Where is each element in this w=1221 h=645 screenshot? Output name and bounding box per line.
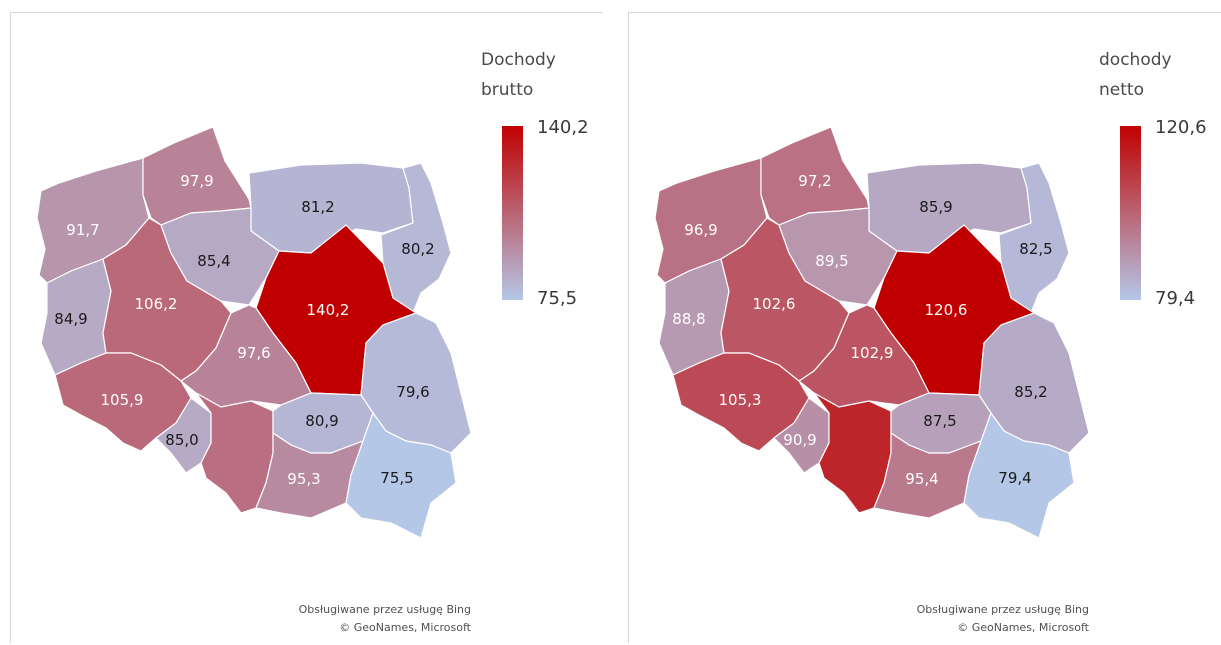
region-value-label: 80,9 bbox=[305, 412, 338, 430]
region-value-label: 85,0 bbox=[165, 431, 198, 449]
region-value-label: 75,5 bbox=[380, 469, 413, 487]
legend-title: dochody netto bbox=[1099, 45, 1209, 105]
region-value-label: 81,2 bbox=[301, 198, 334, 216]
legend-color-scale bbox=[1120, 126, 1141, 300]
legend-title-line2: brutto bbox=[481, 80, 534, 100]
legend-max-label: 120,6 bbox=[1155, 117, 1207, 138]
attribution-geonames: © GeoNames, Microsoft bbox=[957, 621, 1089, 634]
region-value-label: 85,4 bbox=[197, 252, 230, 270]
region-value-label: 79,6 bbox=[396, 383, 429, 401]
legend-color-scale bbox=[502, 126, 523, 300]
choropleth-map-net[interactable]: 96,9 97,2 85,9 82,5 88,8 102,6 89,5 120,6 102,9 8… bbox=[629, 13, 1221, 643]
attribution-geonames: © GeoNames, Microsoft bbox=[339, 621, 471, 634]
region-value-label: 140,2 bbox=[307, 301, 350, 319]
legend-title: Dochody brutto bbox=[481, 45, 591, 105]
legend-max-label: 140,2 bbox=[537, 117, 589, 138]
region-value-label: 88,8 bbox=[672, 310, 705, 328]
region-value-label: 96,9 bbox=[684, 221, 717, 239]
legend-min-label: 75,5 bbox=[537, 288, 578, 309]
region-value-label: 89,5 bbox=[815, 252, 848, 270]
region-podlaskie[interactable] bbox=[998, 162, 1070, 314]
region-value-label: 97,2 bbox=[798, 172, 831, 190]
region-value-label: 85,2 bbox=[1014, 383, 1047, 401]
region-podlaskie[interactable] bbox=[380, 162, 452, 314]
attribution-bing: Obsługiwane przez usługę Bing bbox=[916, 603, 1089, 616]
legend-title-line2: netto bbox=[1099, 80, 1144, 100]
region-value-label: 80,2 bbox=[401, 240, 434, 258]
region-value-label: 97,9 bbox=[180, 172, 213, 190]
region-value-label: 105,9 bbox=[101, 391, 144, 409]
region-podkarpackie[interactable] bbox=[345, 411, 457, 539]
legend-title-line1: dochody bbox=[1099, 50, 1172, 70]
legend-min-label: 79,4 bbox=[1155, 288, 1196, 309]
region-value-label: 90,9 bbox=[783, 431, 816, 449]
region-value-label: 85,9 bbox=[919, 198, 952, 216]
map-panel-gross: 91,7 97,9 81,2 80,2 84,9 106,2 85,4 140,2 97,6 79… bbox=[10, 12, 603, 643]
region-value-label: 102,6 bbox=[753, 295, 796, 313]
region-slaskie[interactable] bbox=[195, 392, 274, 514]
map-panel-net: 96,9 97,2 85,9 82,5 88,8 102,6 89,5 120,6 102,9 8… bbox=[628, 12, 1221, 643]
region-value-label: 106,2 bbox=[135, 295, 178, 313]
region-value-label: 82,5 bbox=[1019, 240, 1052, 258]
region-value-label: 87,5 bbox=[923, 412, 956, 430]
region-value-label: 84,9 bbox=[54, 310, 87, 328]
region-value-label: 95,3 bbox=[287, 470, 320, 488]
attribution-bing: Obsługiwane przez usługę Bing bbox=[298, 603, 471, 616]
region-value-label: 105,3 bbox=[719, 391, 762, 409]
legend-title-line1: Dochody bbox=[481, 50, 556, 70]
region-podkarpackie[interactable] bbox=[963, 411, 1075, 539]
region-value-label: 102,9 bbox=[851, 344, 894, 362]
region-value-label: 91,7 bbox=[66, 221, 99, 239]
region-value-label: 95,4 bbox=[905, 470, 938, 488]
region-value-label: 120,6 bbox=[925, 301, 968, 319]
region-slaskie[interactable] bbox=[813, 392, 892, 514]
region-value-label: 79,4 bbox=[998, 469, 1031, 487]
choropleth-map-gross[interactable]: 91,7 97,9 81,2 80,2 84,9 106,2 85,4 140,2 97,6 79… bbox=[11, 13, 603, 643]
region-value-label: 97,6 bbox=[237, 344, 270, 362]
